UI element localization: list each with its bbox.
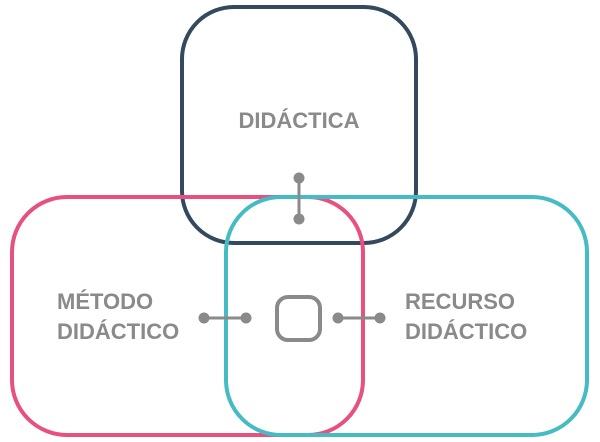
left-connector-dot-inner xyxy=(240,312,252,324)
didactica-label: DIDÁCTICA xyxy=(239,108,360,133)
top-connector-dot-lower xyxy=(293,213,305,225)
center-intersection-square xyxy=(275,295,322,342)
recurso-label-line2: DIDÁCTICO xyxy=(405,319,527,344)
recurso-label-line1: RECURSO xyxy=(405,289,515,314)
metodo-label-line2: DIDÁCTICO xyxy=(57,319,179,344)
top-connector-dot-upper xyxy=(293,172,305,184)
right-connector-dot-outer xyxy=(374,312,386,324)
metodo-label-line1: MÉTODO xyxy=(57,289,153,314)
didactica-box xyxy=(180,5,418,245)
recurso-didactico-box xyxy=(224,195,589,437)
right-connector-dot-inner xyxy=(332,312,344,324)
left-connector-dot-outer xyxy=(198,312,210,324)
metodo-didactico-box xyxy=(10,195,365,437)
